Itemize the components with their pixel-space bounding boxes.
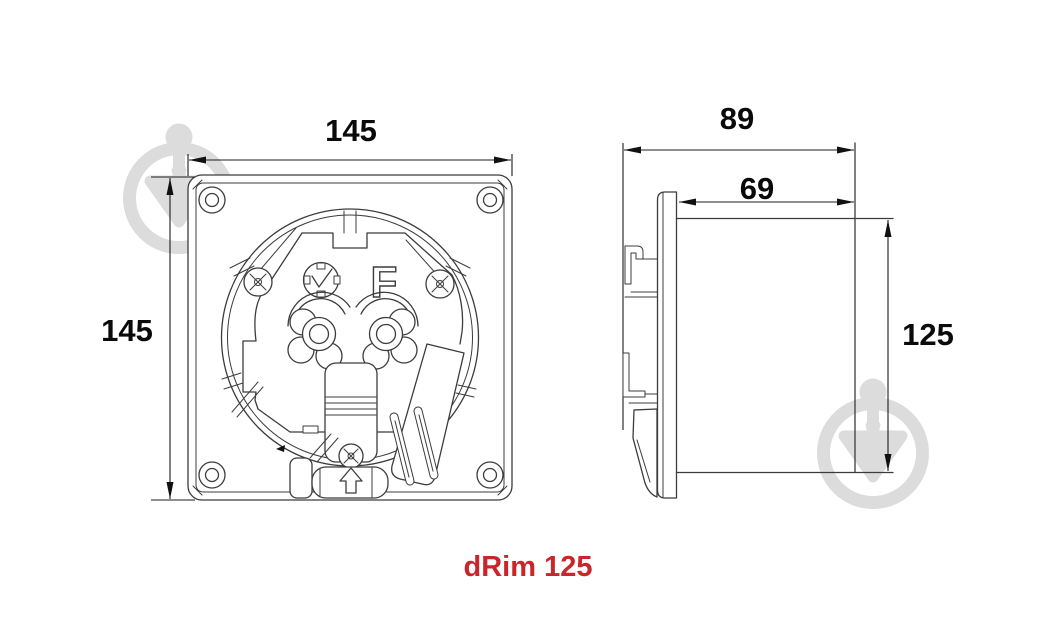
dimension-annotations: 145 145 89 69 125 xyxy=(101,101,954,501)
right-trefoil-mount xyxy=(362,308,418,370)
product-name-label: dRim 125 xyxy=(463,551,593,583)
corner-screw-holes xyxy=(198,186,504,489)
dimension-label-depth: 89 xyxy=(720,101,754,136)
bottom-screw xyxy=(338,443,364,469)
dimension-lines xyxy=(151,149,889,501)
watermark-brand-pin-icon-bottom-right xyxy=(824,379,923,503)
cable-chute-vents xyxy=(389,343,465,486)
airflow-arrow-up-icon xyxy=(339,467,363,494)
dimension-label-front-width: 145 xyxy=(325,113,377,148)
side-clips xyxy=(622,245,660,404)
plate-screws xyxy=(243,267,455,299)
side-terminal-housing xyxy=(632,408,658,498)
dimension-arrows xyxy=(166,146,892,499)
rim-slots xyxy=(221,210,477,398)
side-view-drawing xyxy=(622,142,894,499)
terminal-block xyxy=(276,433,389,499)
side-front-panel xyxy=(656,191,678,499)
side-duct-body xyxy=(675,142,894,474)
dimension-label-duct-depth: 69 xyxy=(740,171,774,206)
dimension-label-front-height: 145 xyxy=(101,313,153,348)
motor-base-block xyxy=(324,362,378,463)
front-view-drawing: F xyxy=(187,174,513,501)
rotation-dial-marking xyxy=(302,261,341,299)
dimension-label-duct-height: 125 xyxy=(902,317,954,352)
